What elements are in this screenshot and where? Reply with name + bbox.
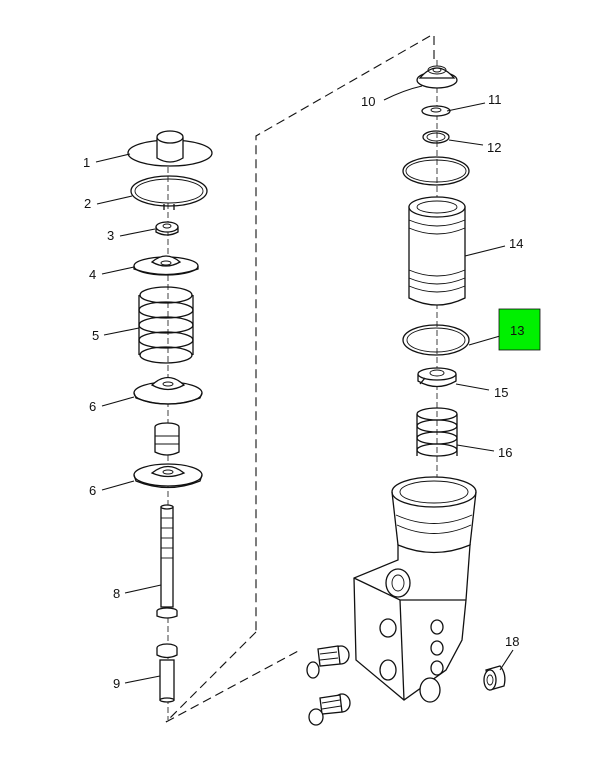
callout-labels: 1 2 3 4 5 6 6 8 9 10 11 12 13 14 15 16 1… <box>83 92 524 691</box>
plug-fittings-lower <box>308 693 351 726</box>
part-11-washer[interactable] <box>421 105 451 117</box>
part-12-o-ring[interactable] <box>422 130 450 144</box>
part-10-valve-cap[interactable] <box>416 65 458 89</box>
callout-4[interactable]: 4 <box>89 267 96 282</box>
callout-10[interactable]: 10 <box>361 94 375 109</box>
assembly-frame <box>165 35 435 723</box>
part-3-small-washer[interactable] <box>155 221 179 236</box>
part-4-spring-seat[interactable] <box>133 255 199 276</box>
callout-18[interactable]: 18 <box>505 634 519 649</box>
part-18-plug[interactable] <box>483 665 506 691</box>
plug-fittings-upper <box>306 645 350 679</box>
part-6-retainer-lower[interactable] <box>133 463 203 489</box>
callout-12[interactable]: 12 <box>487 140 501 155</box>
part-8-rod[interactable] <box>156 504 178 619</box>
callout-15[interactable]: 15 <box>494 385 508 400</box>
callout-8[interactable]: 8 <box>113 586 120 601</box>
part-13-seal-ring[interactable] <box>402 324 470 356</box>
part-14-piston-sleeve[interactable] <box>408 196 466 306</box>
part-1-cap[interactable] <box>127 130 213 167</box>
leader-lines <box>95 85 514 684</box>
part-6-retainer-upper[interactable] <box>133 376 203 405</box>
callout-1[interactable]: 1 <box>83 155 90 170</box>
part-15-retainer-clip[interactable] <box>417 367 457 388</box>
callout-6-lower[interactable]: 6 <box>89 483 96 498</box>
part-9-pin[interactable] <box>156 643 178 703</box>
callout-13-highlight[interactable] <box>498 308 541 351</box>
part-16-spring[interactable] <box>416 407 458 457</box>
part-2-snap-ring[interactable] <box>130 175 208 210</box>
callout-16[interactable]: 16 <box>498 445 512 460</box>
callout-11[interactable]: 11 <box>488 92 502 107</box>
callout-5[interactable]: 5 <box>92 328 99 343</box>
callout-9[interactable]: 9 <box>113 676 120 691</box>
part-7-guide[interactable] <box>154 422 180 456</box>
callout-2[interactable]: 2 <box>84 196 91 211</box>
seal-ring-upper <box>402 156 470 186</box>
callout-13[interactable]: 13 <box>510 323 524 338</box>
part-5-spring[interactable] <box>138 286 194 364</box>
valve-body <box>353 476 477 703</box>
callout-14[interactable]: 14 <box>509 236 523 251</box>
callout-3[interactable]: 3 <box>107 228 114 243</box>
callout-6-upper[interactable]: 6 <box>89 399 96 414</box>
